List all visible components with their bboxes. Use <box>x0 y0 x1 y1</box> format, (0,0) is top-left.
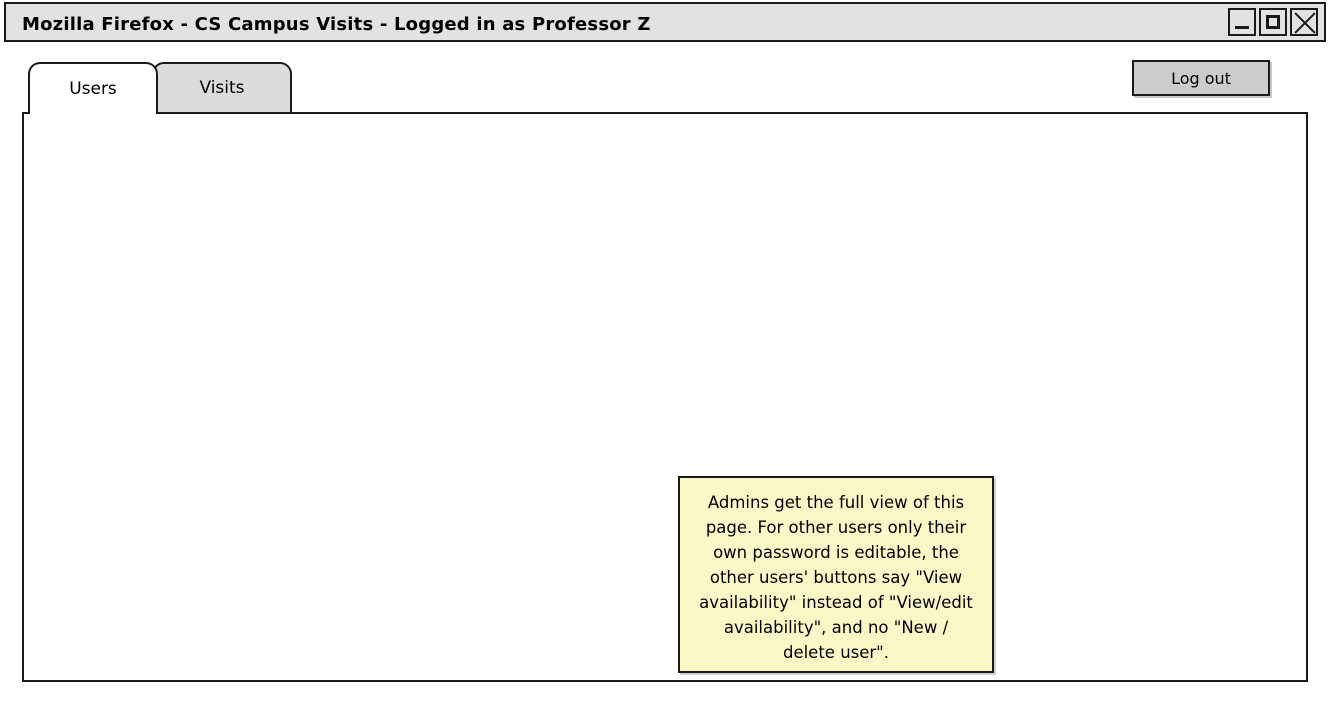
logout-button[interactable]: Log out <box>1132 60 1270 96</box>
sticky-note: Admins get the full view of this page. F… <box>678 476 994 673</box>
minimize-icon[interactable] <box>1228 8 1256 36</box>
tab-visits-label: Visits <box>199 78 245 98</box>
window-titlebar: Mozilla Firefox - CS Campus Visits - Log… <box>4 2 1326 42</box>
tab-users[interactable]: Users <box>28 62 158 114</box>
window-controls <box>1228 8 1318 36</box>
tab-visits[interactable]: Visits <box>152 62 292 114</box>
sticky-note-text: Admins get the full view of this page. F… <box>699 493 973 662</box>
close-icon[interactable] <box>1290 8 1318 36</box>
active-tab-merge <box>31 110 155 118</box>
window-title: Mozilla Firefox - CS Campus Visits - Log… <box>22 14 651 35</box>
logout-button-label: Log out <box>1171 68 1231 88</box>
tab-users-label: Users <box>69 79 117 99</box>
content-panel <box>22 112 1308 682</box>
maximize-icon[interactable] <box>1259 8 1287 36</box>
